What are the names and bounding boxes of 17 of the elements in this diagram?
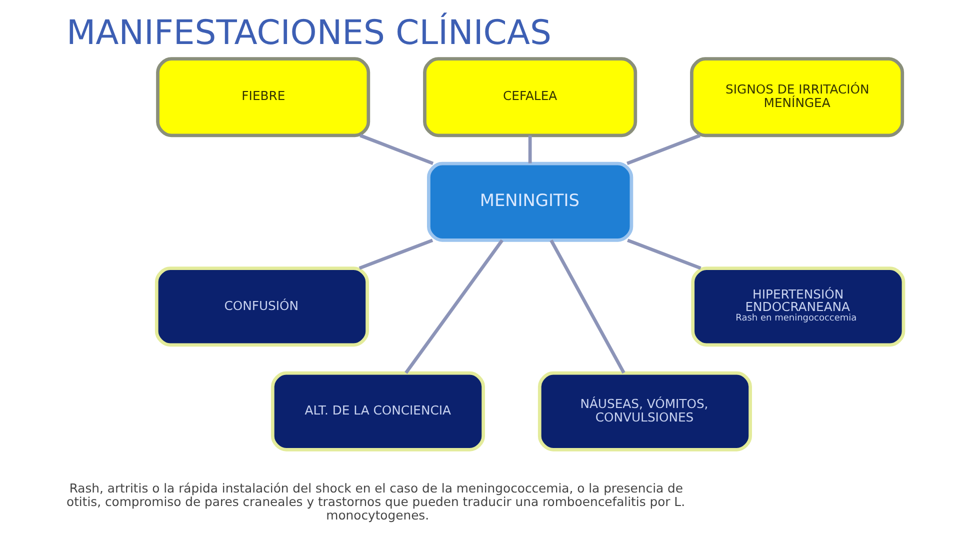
diagram-title: MANIFESTACIONES CLÍNICAS: [66, 13, 551, 52]
connector: [358, 238, 433, 270]
node-box: FIEBRE: [156, 57, 370, 138]
node-box: CONFUSIÓN: [154, 266, 368, 347]
node-box: ALT. DE LA CONCIENCIA: [270, 371, 484, 452]
node-box: MENINGITIS: [426, 162, 633, 242]
connector: [528, 136, 532, 164]
node-box: SIGNOS DE IRRITACIÓN MENÍNGEA: [690, 57, 904, 138]
connector: [359, 134, 434, 166]
node-box: CEFALEA: [422, 57, 637, 138]
node-box: NÁUSEAS, VÓMITOS, CONVULSIONES: [537, 371, 752, 452]
connector: [626, 238, 701, 270]
node-box: HIPERTENSIÓN ENDOCRANEANA Rash en meningococcemia: [690, 266, 905, 347]
connector: [549, 239, 625, 374]
connector: [626, 134, 700, 166]
connector: [404, 239, 504, 374]
caption: Rash, artritis o la rápida instalación del shock en el caso de la meningococcemia, o la presencia de otitis, compromiso de pares craneales y trastornos que pueden traducir una romboencefalitis por L. monocytogenes.: [66, 480, 685, 522]
